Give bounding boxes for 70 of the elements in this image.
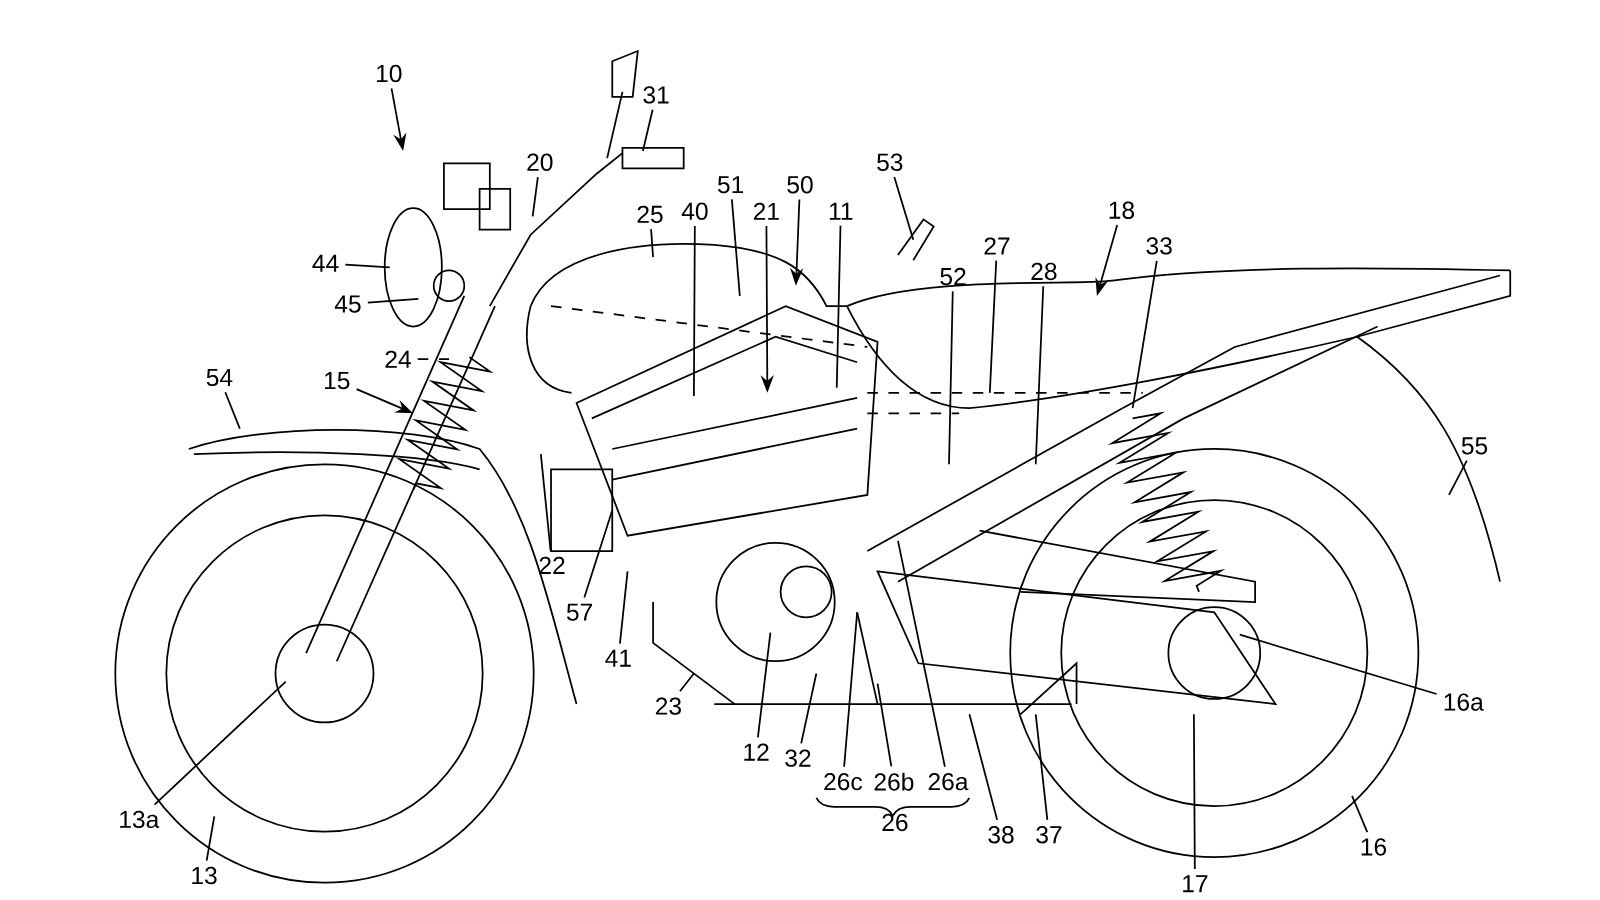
- callout-number: 45: [334, 295, 361, 313]
- callout-number: 26b: [874, 772, 914, 791]
- callout-number: 40: [681, 202, 708, 220]
- callout-number: 52: [940, 267, 966, 286]
- leader-line: [539, 453, 552, 552]
- callout-number: 54: [206, 369, 233, 387]
- leader-line: [366, 298, 420, 304]
- callout-number: 38: [988, 826, 1014, 844]
- callout-number: 12: [744, 743, 769, 761]
- leader-line: [800, 672, 818, 745]
- leader-line: [583, 509, 614, 599]
- callout-number: 13: [192, 866, 217, 885]
- callout-number: 16a: [1444, 693, 1484, 711]
- leader-line: [835, 224, 842, 389]
- callout-number: 10: [377, 64, 402, 83]
- callout-number: 18: [1109, 201, 1135, 219]
- leader-line: [876, 682, 893, 768]
- leader-line: [205, 815, 216, 862]
- leader-line: [1131, 259, 1158, 410]
- callout-number: 33: [1146, 237, 1172, 255]
- leader-line: [893, 176, 915, 241]
- leader-line: [730, 198, 741, 297]
- callout-number: 15: [324, 372, 350, 390]
- leader-line: [224, 391, 241, 430]
- leader-line: [1034, 285, 1045, 466]
- leader-line: [1193, 713, 1196, 870]
- callout-number: 26: [882, 813, 908, 832]
- callout-number: 23: [655, 697, 681, 715]
- leader-line: [693, 225, 696, 397]
- callout-number: 37: [1036, 826, 1062, 844]
- callout-number: 26c: [824, 772, 862, 791]
- leader-line: [757, 631, 772, 739]
- callout-number: 27: [984, 237, 1010, 255]
- callout-number: 32: [785, 749, 811, 767]
- callout-number: 50: [787, 176, 813, 194]
- callout-number: 21: [753, 202, 779, 220]
- callout-number: 28: [1031, 262, 1057, 281]
- leader-line: [650, 228, 654, 259]
- callout-number: 51: [717, 176, 744, 194]
- callout-number: 41: [605, 649, 631, 667]
- callout-number: 31: [643, 86, 669, 104]
- leader-line: [1351, 795, 1369, 833]
- leader-line: [1238, 633, 1438, 695]
- leader-line: [531, 176, 539, 218]
- callout-number: 53: [877, 153, 903, 171]
- leader-line: [968, 713, 998, 821]
- callout-number: 11: [829, 202, 853, 220]
- leader-line: [988, 259, 998, 394]
- callout-number: 25: [637, 205, 663, 223]
- leader-line: [619, 570, 629, 645]
- callout-number: 55: [1461, 437, 1488, 455]
- leader-line: [679, 672, 695, 693]
- callout-number: 16: [1361, 838, 1387, 856]
- callout-number: 26a: [928, 772, 969, 791]
- callout-number: 13a: [120, 810, 160, 829]
- callout-number: 44: [312, 254, 339, 272]
- leader-line: [416, 358, 450, 361]
- callout-number: 17: [1183, 875, 1208, 893]
- callout-number: 20: [527, 153, 553, 171]
- leader-line: [344, 263, 391, 269]
- leader-line: [1448, 459, 1468, 496]
- leader-line: [948, 290, 954, 466]
- callout-number: 57: [566, 603, 593, 621]
- leader-line: [1034, 713, 1049, 821]
- leader-line: [642, 108, 654, 152]
- leader-line: [897, 539, 946, 768]
- leader-line: [153, 680, 287, 806]
- callout-number: 22: [539, 556, 565, 574]
- callout-number: 24: [385, 350, 411, 368]
- leader-line: [843, 611, 859, 768]
